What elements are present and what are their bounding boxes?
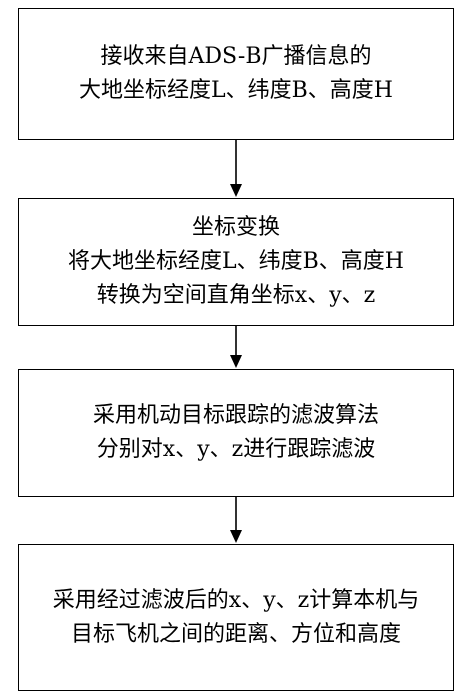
step-3-line-2: 分别对x、y、z进行跟踪滤波	[96, 437, 376, 462]
step-1-line-2: 大地坐标经度L、纬度B、高度H	[79, 78, 393, 103]
step-2-line-2: 将大地坐标经度L、纬度B、高度H	[68, 249, 404, 274]
step-3-line-1: 采用机动目标跟踪的滤波算法	[92, 403, 379, 428]
step-box-compute-relative-position: 采用经过滤波后的x、y、z计算本机与 目标飞机之间的距离、方位和高度	[18, 544, 454, 691]
arrow-2-to-3	[230, 326, 242, 368]
arrow-1-to-2	[230, 140, 242, 197]
step-2-line-3: 转换为空间直角坐标x、y、z	[96, 283, 376, 308]
step-box-tracking-filter: 采用机动目标跟踪的滤波算法 分别对x、y、z进行跟踪滤波	[18, 369, 454, 497]
step-box-coordinate-transform: 坐标变换 将大地坐标经度L、纬度B、高度H 转换为空间直角坐标x、y、z	[18, 198, 454, 326]
step-1-line-1: 接收来自ADS-B广播信息的	[100, 44, 372, 69]
step-box-receive-ads-b: 接收来自ADS-B广播信息的 大地坐标经度L、纬度B、高度H	[18, 8, 454, 140]
arrow-3-to-4	[230, 497, 242, 543]
step-4-line-2: 目标飞机之间的距离、方位和高度	[70, 621, 401, 647]
step-2-line-1: 坐标变换	[191, 215, 280, 240]
step-4-line-1: 采用经过滤波后的x、y、z计算本机与	[52, 587, 420, 613]
